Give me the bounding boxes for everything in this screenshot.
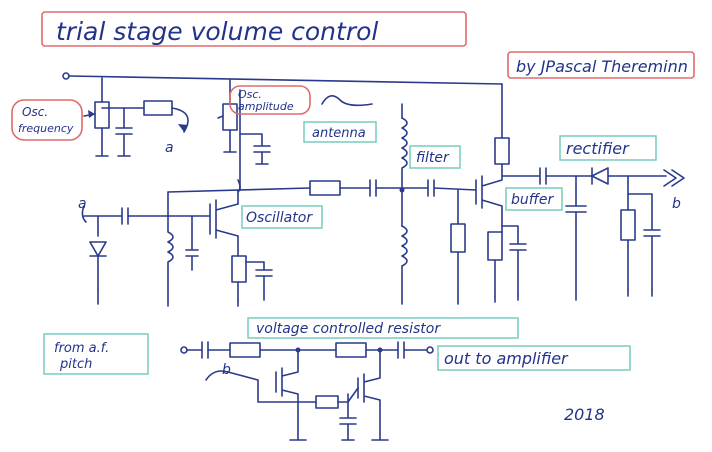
rectifier-input: [501, 167, 593, 185]
vcr-transistor-2: [357, 349, 389, 441]
node-a-input-arrow: [81, 205, 87, 223]
pot-ground: [95, 127, 109, 157]
filter-box: [409, 145, 461, 169]
osc-inductor: [167, 191, 174, 299]
filter-inductor-top: [401, 117, 408, 193]
from-af-label-2: pitch: [59, 357, 92, 372]
vcr-gate-resistor: [315, 395, 339, 409]
filter-label: filter: [416, 150, 450, 166]
oscillator-label: Oscillator: [246, 210, 313, 226]
osc-source-resistor: [231, 255, 247, 283]
vcr-input-cap: [186, 341, 231, 359]
osc-amplitude-label-1: Osc.: [238, 88, 262, 101]
amp-pot-ground: [223, 129, 237, 153]
antenna-label: antenna: [312, 126, 366, 141]
osc-amplitude-box: [229, 85, 311, 115]
rect-load-resistor: [620, 209, 636, 241]
buffer-bias-resistor: [450, 223, 466, 253]
vcr-transistor-1: [275, 349, 307, 441]
amp-pot-wiper: [217, 115, 224, 119]
ground-leads: [97, 289, 653, 307]
osc-input-line: [83, 207, 211, 225]
node-b-label-bottom: b: [222, 362, 231, 378]
vcr-box: [247, 317, 519, 339]
vcr-resistor-1: [229, 342, 261, 358]
vcr-input-terminal: [180, 346, 188, 354]
osc-feedback: [237, 179, 241, 193]
freq-resistor: [143, 100, 173, 116]
vcr-resistor-2: [335, 342, 367, 358]
rectifier-cap: [565, 175, 587, 295]
signal-line-caps: [339, 179, 477, 197]
title-box: [41, 11, 467, 47]
vcr-control-line: [227, 371, 317, 403]
filter-inductor-bottom: [401, 225, 408, 297]
buffer-source-cap: [494, 225, 527, 297]
buffer-source-resistor: [487, 231, 503, 261]
buffer-label: buffer: [511, 192, 554, 208]
osc-cap: [185, 215, 199, 271]
filter-junction: [399, 187, 405, 193]
node-b-input-arrow: [205, 370, 229, 381]
rectifier-label: rectifier: [566, 139, 630, 158]
page-title: trial stage volume control: [56, 17, 378, 46]
supply-terminal: [62, 72, 70, 80]
author-credit: by JPascal Thereminn: [516, 57, 688, 76]
supply-rail: [68, 75, 503, 85]
buffer-transistor: [475, 169, 503, 233]
freq-capacitor: [101, 107, 133, 157]
from-af-box: [43, 333, 149, 375]
osc-frequency-label-2: frequency: [18, 122, 74, 135]
node-b-arrow: [663, 169, 685, 187]
oscillator-transistor: [209, 199, 239, 239]
vcr-output-terminal: [426, 346, 434, 354]
rect-load-cap: [627, 193, 661, 291]
vcr-gate-cap: [337, 393, 357, 441]
rectifier-diode: [591, 167, 667, 185]
osc-frequency-box: [11, 99, 83, 141]
input-diode: [89, 215, 107, 291]
vcr-output-cap: [365, 341, 427, 359]
osc-frequency-label-1: Osc.: [22, 105, 48, 119]
year-label: 2018: [564, 405, 605, 424]
node-a-arrow: [178, 124, 188, 132]
signal-resistor: [309, 180, 341, 196]
pot-wiper-arrow: [88, 110, 95, 118]
out-label: out to amplifier: [444, 349, 569, 368]
node-a-label-top: a: [165, 140, 174, 156]
from-af-label-1: from a.f.: [54, 341, 109, 356]
oscillator-box: [241, 205, 323, 229]
author-box: [507, 51, 695, 79]
vcr-label: voltage controlled resistor: [256, 321, 441, 337]
osc-amplitude-label-2: amplitude: [238, 100, 294, 113]
buffer-drain-resistor: [494, 137, 510, 165]
frequency-pot: [94, 101, 110, 129]
node-a-label-bottom: a: [78, 196, 87, 212]
buffer-box: [505, 187, 563, 211]
rectifier-box: [559, 135, 657, 161]
antenna-box: [303, 121, 377, 143]
antenna-symbol: [321, 95, 373, 107]
osc-source-cap: [237, 261, 273, 301]
out-box: [437, 345, 631, 371]
node-b-label-top: b: [672, 196, 681, 212]
amp-capacitor: [239, 133, 271, 165]
vcr-gate-link: [347, 387, 359, 403]
